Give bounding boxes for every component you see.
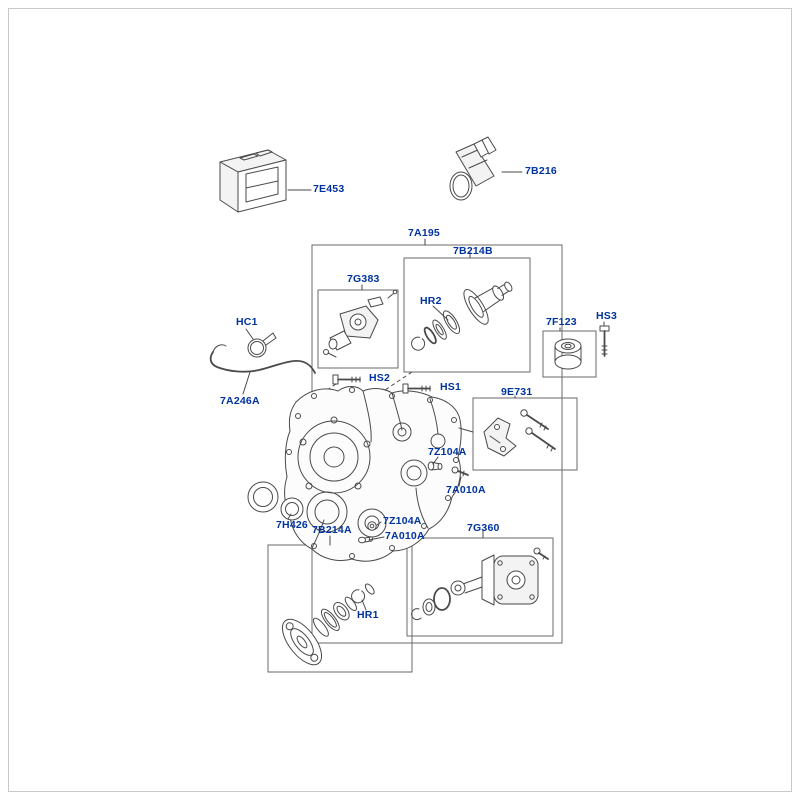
callout-7b216[interactable]: 7B216	[525, 165, 557, 177]
bolt-hs2-drawing	[332, 374, 361, 385]
leader-lines	[242, 171, 605, 611]
callout-hr2[interactable]: HR2	[420, 295, 442, 307]
bolt-upper-drawing	[451, 466, 469, 477]
box-7b214b	[403, 257, 531, 373]
damper-drawing	[554, 338, 582, 370]
assembly-boxes	[267, 244, 597, 673]
plug-lower-drawing	[358, 521, 377, 544]
callout-7e453[interactable]: 7E453	[313, 183, 345, 195]
callout-7f123[interactable]: 7F123	[546, 316, 577, 328]
callout-hr1[interactable]: HR1	[357, 609, 379, 621]
callout-7a195[interactable]: 7A195	[408, 227, 440, 239]
box-7g360	[406, 537, 554, 637]
plug-upper-drawing	[427, 461, 443, 471]
callout-7z104a-upper[interactable]: 7Z104A	[428, 446, 467, 458]
bracket-drawing	[483, 409, 556, 457]
control-module-drawing	[219, 149, 287, 213]
box-7g383	[317, 289, 399, 369]
callout-7g360[interactable]: 7G360	[467, 522, 500, 534]
callout-9e731[interactable]: 9E731	[501, 386, 533, 398]
callout-hs1[interactable]: HS1	[440, 381, 462, 393]
callout-hs3[interactable]: HS3	[596, 310, 618, 322]
box-7f123	[542, 330, 597, 378]
callout-7h426[interactable]: 7H426	[276, 519, 308, 531]
callout-7a010a-upper[interactable]: 7A010A	[446, 484, 486, 496]
shift-actuator-drawing	[323, 289, 398, 358]
callout-7b214a[interactable]: 7B214A	[312, 524, 352, 536]
callout-hs2[interactable]: HS2	[369, 372, 391, 384]
callout-7a010a-lower[interactable]: 7A010A	[385, 530, 425, 542]
callout-hc1[interactable]: HC1	[236, 316, 258, 328]
bolt-hs3-drawing	[599, 325, 610, 357]
callout-7a246a[interactable]: 7A246A	[220, 395, 260, 407]
oil-seal-drawing	[247, 481, 304, 521]
callout-7g383[interactable]: 7G383	[347, 273, 380, 285]
input-flange-drawing	[411, 281, 513, 351]
callout-7z104a-lower[interactable]: 7Z104A	[383, 515, 422, 527]
callout-7b214b[interactable]: 7B214B	[453, 245, 493, 257]
transfer-case-drawing	[284, 386, 462, 562]
sensor-drawing	[449, 136, 497, 201]
output-flange-drawing	[281, 583, 375, 666]
clamp-drawing	[247, 332, 277, 358]
box-9e731	[472, 397, 578, 471]
bolt-hs1-drawing	[402, 383, 431, 394]
motor-drawing	[411, 547, 549, 621]
vent-pipe-drawing	[209, 344, 316, 374]
